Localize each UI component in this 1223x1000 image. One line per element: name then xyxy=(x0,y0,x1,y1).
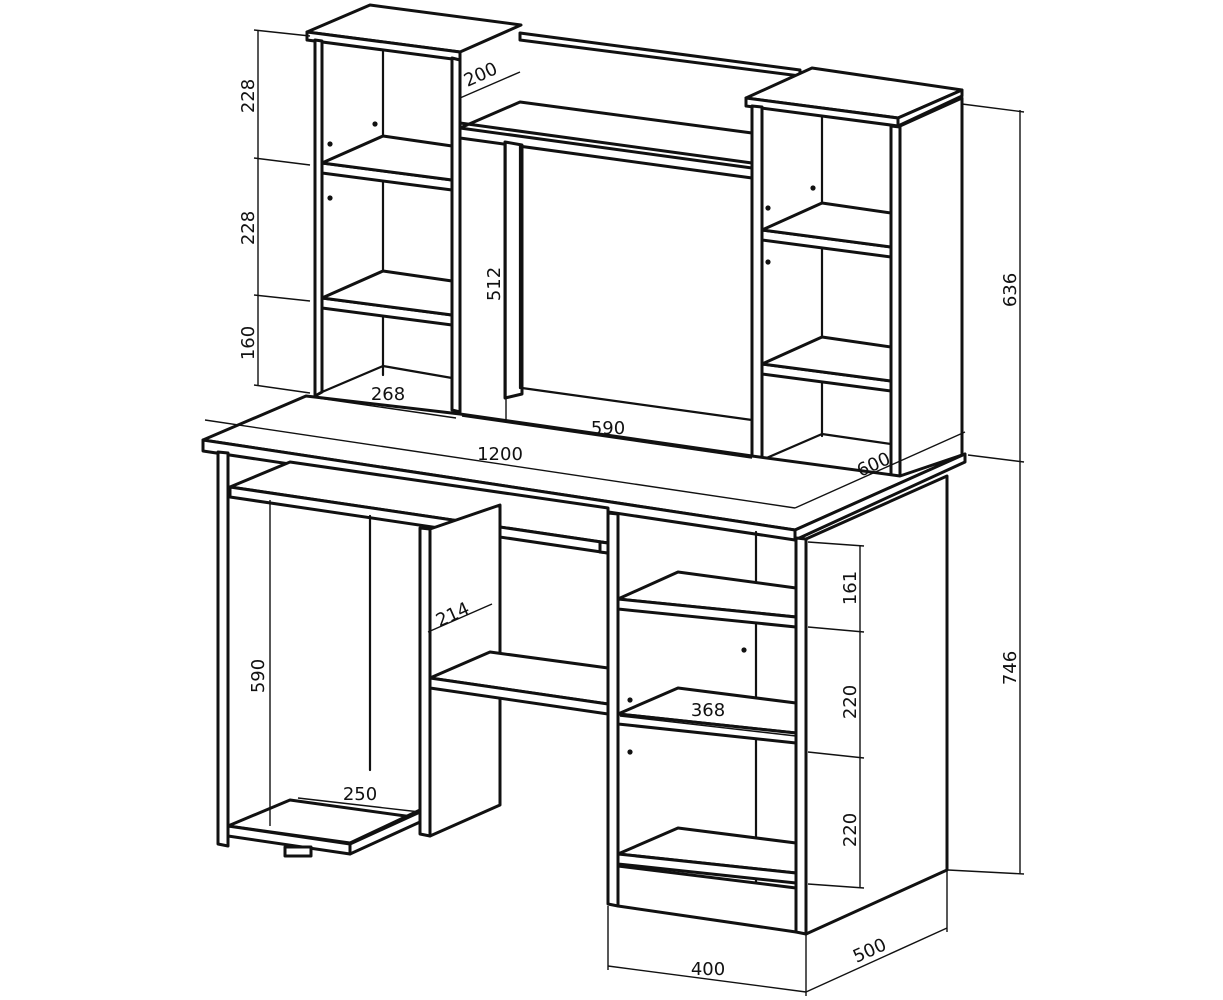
dim-extension xyxy=(807,751,865,759)
hutch-opening-floor xyxy=(520,386,754,422)
dim-line-desk-width xyxy=(204,419,796,509)
hutch-left-shelf-upper-top xyxy=(320,134,454,182)
dim-line-pedestal-width xyxy=(607,965,807,993)
shelf-pin-hole xyxy=(765,259,771,265)
label-hutch-left-shelf-top: 228 xyxy=(238,79,259,113)
hutch-right-shelf-upper-top xyxy=(760,201,893,249)
label-pc-shelf-width: 250 xyxy=(343,784,377,805)
dim-line-hutch-width xyxy=(317,397,457,419)
pedestal-plinth xyxy=(616,864,798,934)
label-hutch-total-height: 636 xyxy=(1000,273,1021,307)
hutch-right-floor-back xyxy=(820,432,893,446)
dim-extension xyxy=(947,869,1025,875)
shelf-pin-hole xyxy=(627,697,633,703)
dim-extension xyxy=(807,541,865,547)
label-desk-height: 746 xyxy=(1000,651,1021,685)
desk-top-side-edge xyxy=(793,452,967,542)
dim-extension xyxy=(253,29,311,37)
label-pedestal-shelf-width: 368 xyxy=(691,700,725,721)
label-pedestal-shelf-bottom: 220 xyxy=(840,813,861,847)
dim-extension xyxy=(253,157,311,166)
dim-extension xyxy=(807,883,865,889)
label-hutch-left-shelf-middle: 228 xyxy=(238,211,259,245)
shelf-pin-hole xyxy=(327,195,333,201)
dim-line-top-shelf xyxy=(459,71,521,99)
pedestal-end-panel xyxy=(804,474,949,936)
hutch-left-shelf-lower-top xyxy=(320,269,454,317)
hutch-right-top-side xyxy=(896,88,964,128)
label-desk-width: 1200 xyxy=(477,444,523,465)
shelf-pin-hole xyxy=(741,647,747,653)
pedestal-left-side xyxy=(606,511,620,908)
hutch-left-inner-side xyxy=(450,56,462,414)
label-pc-compartment-height: 590 xyxy=(248,659,269,693)
dim-line-opening-width xyxy=(461,415,753,459)
hutch-right-floor-edge xyxy=(760,432,824,462)
dim-line-pedestal-shelf xyxy=(619,715,797,737)
hutch-back-rail xyxy=(518,31,802,78)
hutch-right-shelf-lower-top xyxy=(760,335,893,383)
hutch-left-floor-edge xyxy=(320,364,385,394)
dim-extension xyxy=(967,454,1025,463)
label-pedestal-width: 400 xyxy=(691,959,725,980)
dim-extension xyxy=(253,384,311,394)
dim-line-keyboard xyxy=(427,603,493,633)
pedestal-shelf-1-front xyxy=(616,597,798,629)
label-hutch-opening-width: 590 xyxy=(591,418,625,439)
dim-line-pc-shelf xyxy=(297,797,421,813)
dimension-labels: 228 228 160 200 512 268 590 636 746 1200… xyxy=(238,58,1021,980)
dim-line-pedestal-depth xyxy=(805,927,948,993)
hutch-right-end-panel xyxy=(898,96,964,484)
label-hutch-left-width: 268 xyxy=(371,384,405,405)
label-hutch-top-shelf-depth: 200 xyxy=(461,58,501,91)
shelf-pin-hole xyxy=(810,185,816,191)
dim-extension xyxy=(253,294,311,302)
pc-floor-shelf-side xyxy=(348,810,422,856)
desk-left-side-panel xyxy=(216,450,230,848)
hutch-left-outer-side xyxy=(313,38,324,398)
hutch-middle-left-upright xyxy=(503,140,524,400)
dim-extension xyxy=(807,626,865,633)
dim-extension xyxy=(961,103,1025,113)
dimension-lines xyxy=(204,29,1025,996)
dim-line-desk-depth xyxy=(794,431,966,509)
pc-shelf-caster xyxy=(283,845,313,858)
shelf-pin-hole xyxy=(372,121,378,127)
label-hutch-left-shelf-bottom: 160 xyxy=(238,326,259,360)
label-hutch-opening-height: 512 xyxy=(484,267,505,301)
hutch-right-outer-side xyxy=(750,104,764,464)
label-pedestal-shelf-middle: 220 xyxy=(840,685,861,719)
shelf-pin-hole xyxy=(327,141,333,147)
pedestal-shelf-3-front xyxy=(616,852,798,885)
hutch-left-floor-back xyxy=(381,364,454,380)
shelf-pin-hole xyxy=(765,205,771,211)
desk xyxy=(201,394,967,936)
label-pedestal-shelf-top: 161 xyxy=(840,571,861,605)
shelf-pin-hole xyxy=(627,749,633,755)
